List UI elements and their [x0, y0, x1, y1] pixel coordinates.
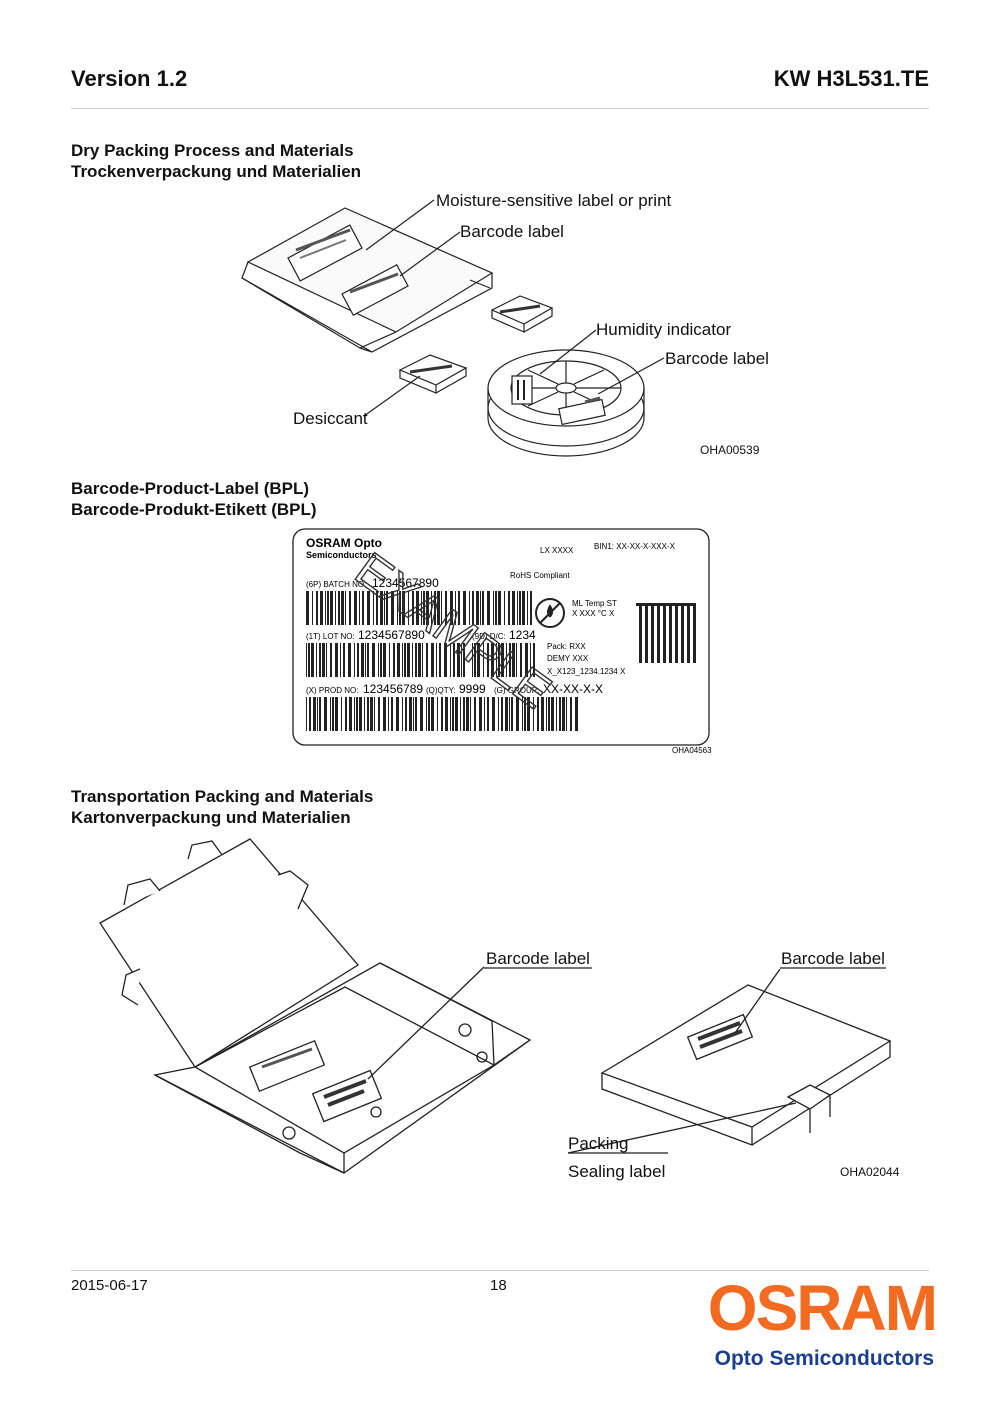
dry-packing-title-de: Trockenverpackung und Materialien — [71, 162, 362, 181]
dry-packing-title-en: Dry Packing Process and Materials — [71, 141, 354, 160]
label-lx: LX XXXX — [540, 546, 574, 555]
pack-text: Pack: RXX — [547, 642, 586, 651]
lot-value: 1234567890 — [358, 628, 425, 642]
bpl-title-en: Barcode-Product-Label (BPL) — [71, 479, 310, 498]
bpl-figure-code: OHA04563 — [672, 746, 712, 755]
transport-packing-figure: Barcode label Barcode label Packing Seal… — [99, 838, 900, 1181]
packing-text: Packing — [568, 1134, 628, 1153]
label-company-line1: OSRAM Opto — [306, 536, 382, 550]
barcode-label-open-text: Barcode label — [486, 949, 590, 968]
group-prefix: (G) GROUP: — [494, 686, 539, 695]
osram-logo-subtitle: Opto Semiconductors — [714, 1347, 934, 1370]
prod-barcode — [306, 697, 578, 731]
x-line-text: X_X123_1234.1234 X — [547, 667, 626, 676]
transport-title-en: Transportation Packing and Materials — [71, 787, 374, 806]
datamatrix-code — [636, 603, 696, 663]
dry-packing-heading: Dry Packing Process and Materials Trocke… — [71, 140, 361, 182]
ml-header: ML Temp ST — [572, 599, 617, 608]
ml-values: X XXX °C X — [572, 609, 615, 618]
prod-prefix: (X) PROD NO: — [306, 686, 358, 695]
transport-title-de: Kartonverpackung und Materialien — [71, 808, 351, 827]
reel-illustration — [487, 349, 645, 457]
batch-value: 1234567890 — [372, 576, 439, 590]
batch-prefix: (6P) BATCH NO: — [306, 580, 366, 589]
sealing-label-text: Sealing label — [568, 1162, 665, 1181]
group-value: XX-XX-X-X — [543, 682, 603, 696]
part-number: KW H3L531.TE — [773, 66, 929, 91]
footer-date: 2015-06-17 — [71, 1277, 148, 1294]
osram-logo: OSRAM — [707, 1272, 938, 1344]
barcode-label-reel-text: Barcode label — [665, 349, 769, 368]
qty-prefix: (Q)QTY: — [426, 686, 456, 695]
barcode-label-closed-text: Barcode label — [781, 949, 885, 968]
lot-barcode — [306, 643, 465, 677]
page-number: 18 — [490, 1277, 507, 1294]
qty-value: 9999 — [459, 682, 486, 696]
humidity-indicator-text: Humidity indicator — [596, 320, 731, 339]
dc-barcode — [472, 643, 535, 677]
label-bin: BIN1: XX-XX-X-XXX-X — [594, 542, 676, 551]
lot-prefix: (1T) LOT NO: — [306, 632, 355, 641]
dry-packing-figure: Moisture-sensitive label or print Barcod… — [241, 191, 769, 457]
prod-value: 123456789 — [363, 682, 423, 696]
open-carton-illustration — [99, 838, 532, 1174]
label-company-line2: Semiconductors — [306, 550, 377, 560]
batch-barcode — [306, 591, 532, 625]
moisture-barrier-bag-illustration — [241, 207, 494, 353]
footer-divider — [71, 1270, 929, 1271]
dry-packing-figure-code: OHA00539 — [700, 443, 760, 457]
desiccant-pack-illustration — [398, 295, 554, 394]
demy-text: DEMY XXX — [547, 654, 589, 663]
bpl-heading: Barcode-Product-Label (BPL) Barcode-Prod… — [71, 478, 317, 520]
transport-figure-code: OHA02044 — [840, 1165, 900, 1179]
version-label: Version 1.2 — [71, 66, 188, 91]
bpl-title-de: Barcode-Produkt-Etikett (BPL) — [71, 500, 317, 519]
dc-prefix: (9D) D/C: — [472, 632, 506, 641]
header-divider — [71, 108, 929, 109]
desiccant-text: Desiccant — [293, 409, 368, 428]
dc-value: 1234 — [509, 628, 536, 642]
label-rohs: RoHS Compliant — [510, 571, 570, 580]
label-outline — [292, 528, 710, 746]
moisture-symbol-icon — [535, 598, 565, 628]
barcode-label-bag-text: Barcode label — [460, 222, 564, 241]
barcode-product-label-figure: OSRAM Opto Semiconductors LX XXXX BIN1: … — [292, 528, 712, 755]
moisture-label-text: Moisture-sensitive label or print — [436, 191, 672, 210]
transport-heading: Transportation Packing and Materials Kar… — [71, 786, 373, 828]
closed-carton-illustration — [567, 968, 892, 1154]
